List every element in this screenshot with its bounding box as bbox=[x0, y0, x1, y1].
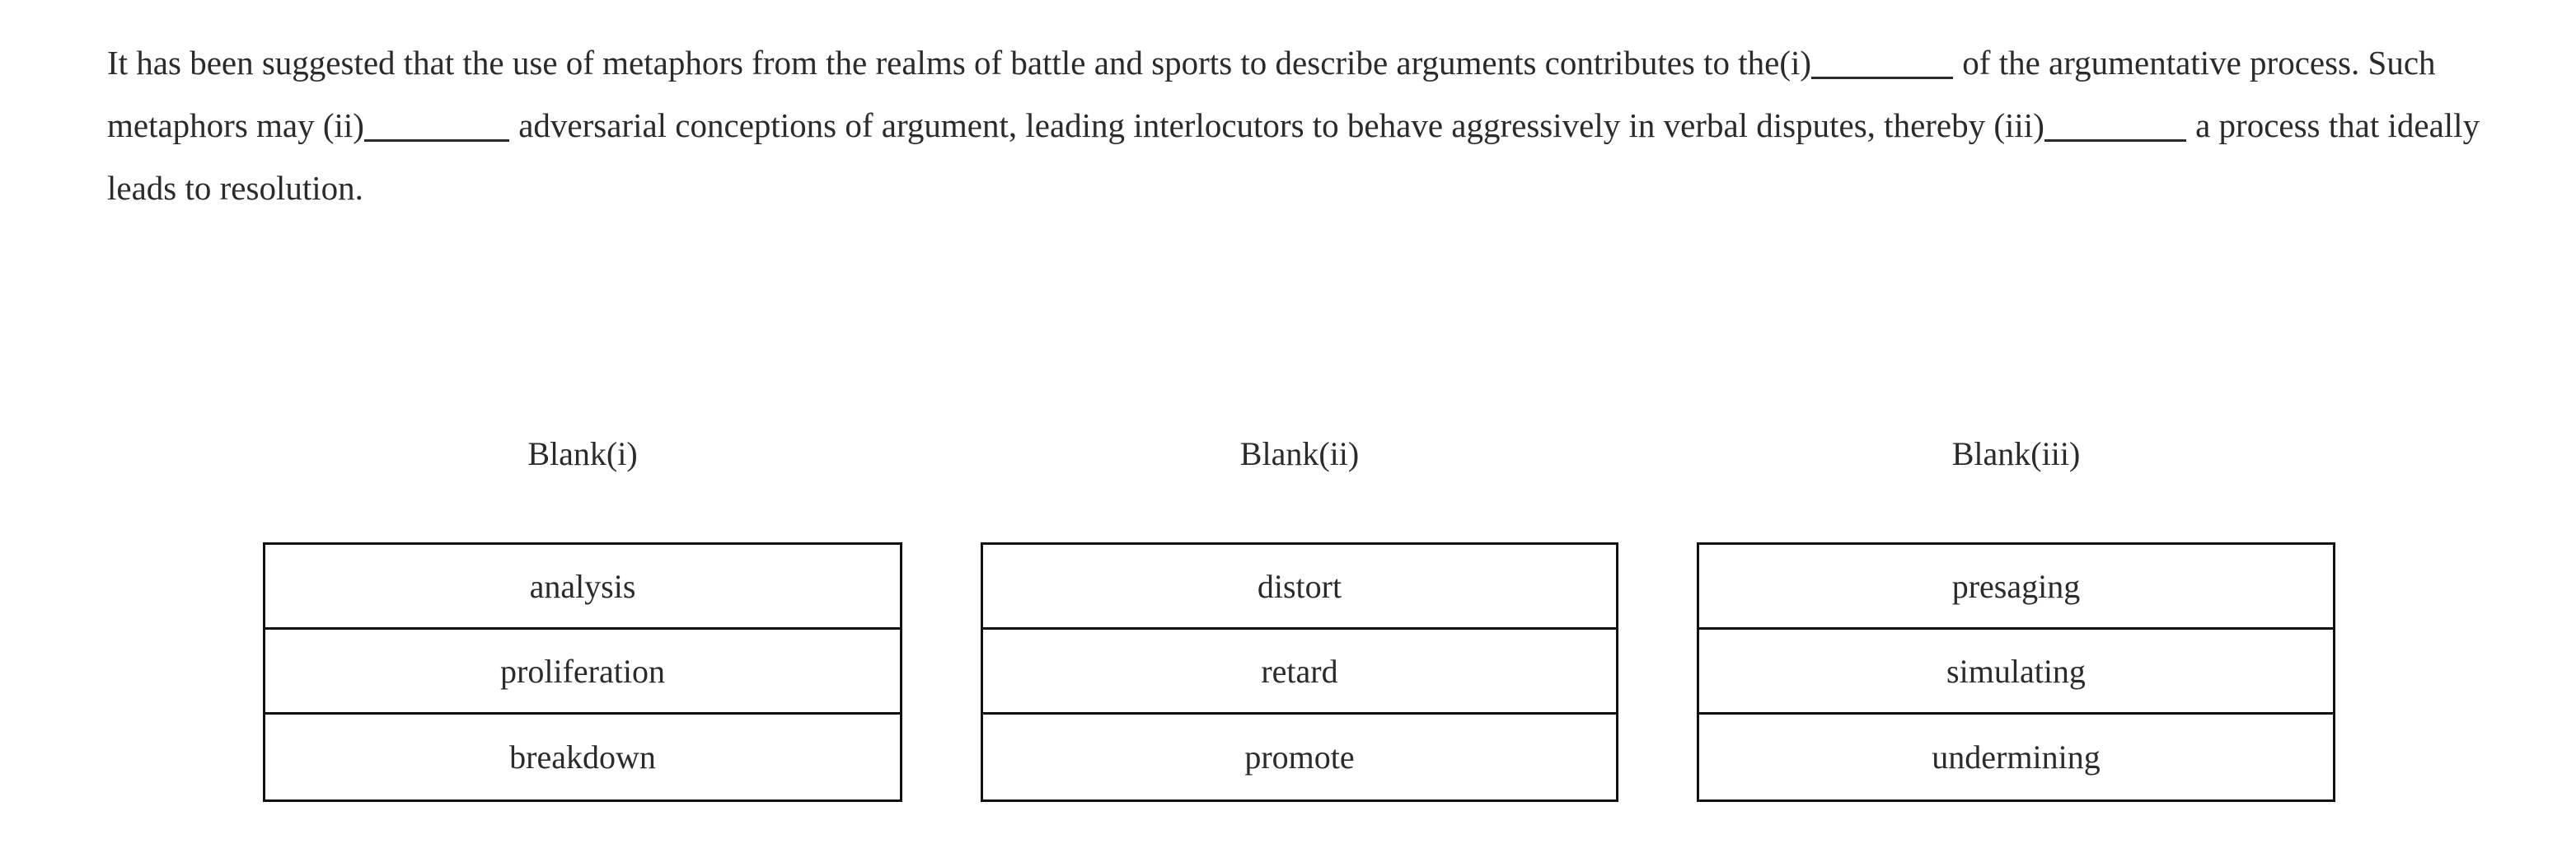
column-header-blank-iii: Blank(iii) bbox=[1951, 435, 2081, 472]
passage-text-2: of the argumentative process. Such metap… bbox=[107, 44, 2444, 144]
passage-text-5: a process that ideally leads to resoluti… bbox=[107, 106, 2489, 207]
passage-text-3: adversarial conceptions of argument, lea… bbox=[509, 106, 1126, 144]
passage-blank-label-i: (i) bbox=[1779, 44, 1812, 82]
choice-option[interactable]: analysis bbox=[265, 545, 900, 630]
choice-option[interactable]: presaging bbox=[1699, 545, 2333, 630]
blank-i-underline[interactable] bbox=[1811, 77, 1954, 79]
choice-option[interactable]: undermining bbox=[1699, 715, 2333, 799]
choice-option[interactable]: proliferation bbox=[265, 630, 900, 715]
choice-table-blank-ii: distort retard promote bbox=[981, 542, 1618, 802]
choice-option[interactable]: retard bbox=[983, 630, 1616, 715]
blank-ii-underline[interactable] bbox=[363, 139, 509, 142]
column-header-blank-ii: Blank(ii) bbox=[1239, 435, 1360, 472]
choice-option[interactable]: breakdown bbox=[265, 715, 900, 799]
passage-text-1: It has been suggested that the use of me… bbox=[107, 44, 1780, 82]
passage-text-4: interlocutors to behave aggressively in … bbox=[1133, 106, 2044, 144]
choice-table-blank-iii: presaging simulating undermining bbox=[1697, 542, 2335, 802]
question-passage: It has been suggested that the use of me… bbox=[107, 31, 2497, 219]
choice-option[interactable]: distort bbox=[983, 545, 1616, 630]
column-header-blank-i: Blank(i) bbox=[527, 435, 638, 472]
choice-option[interactable]: simulating bbox=[1699, 630, 2333, 715]
blank-iii-underline[interactable] bbox=[2044, 139, 2186, 142]
choice-option[interactable]: promote bbox=[983, 715, 1616, 799]
choice-table-blank-i: analysis proliferation breakdown bbox=[263, 542, 902, 802]
